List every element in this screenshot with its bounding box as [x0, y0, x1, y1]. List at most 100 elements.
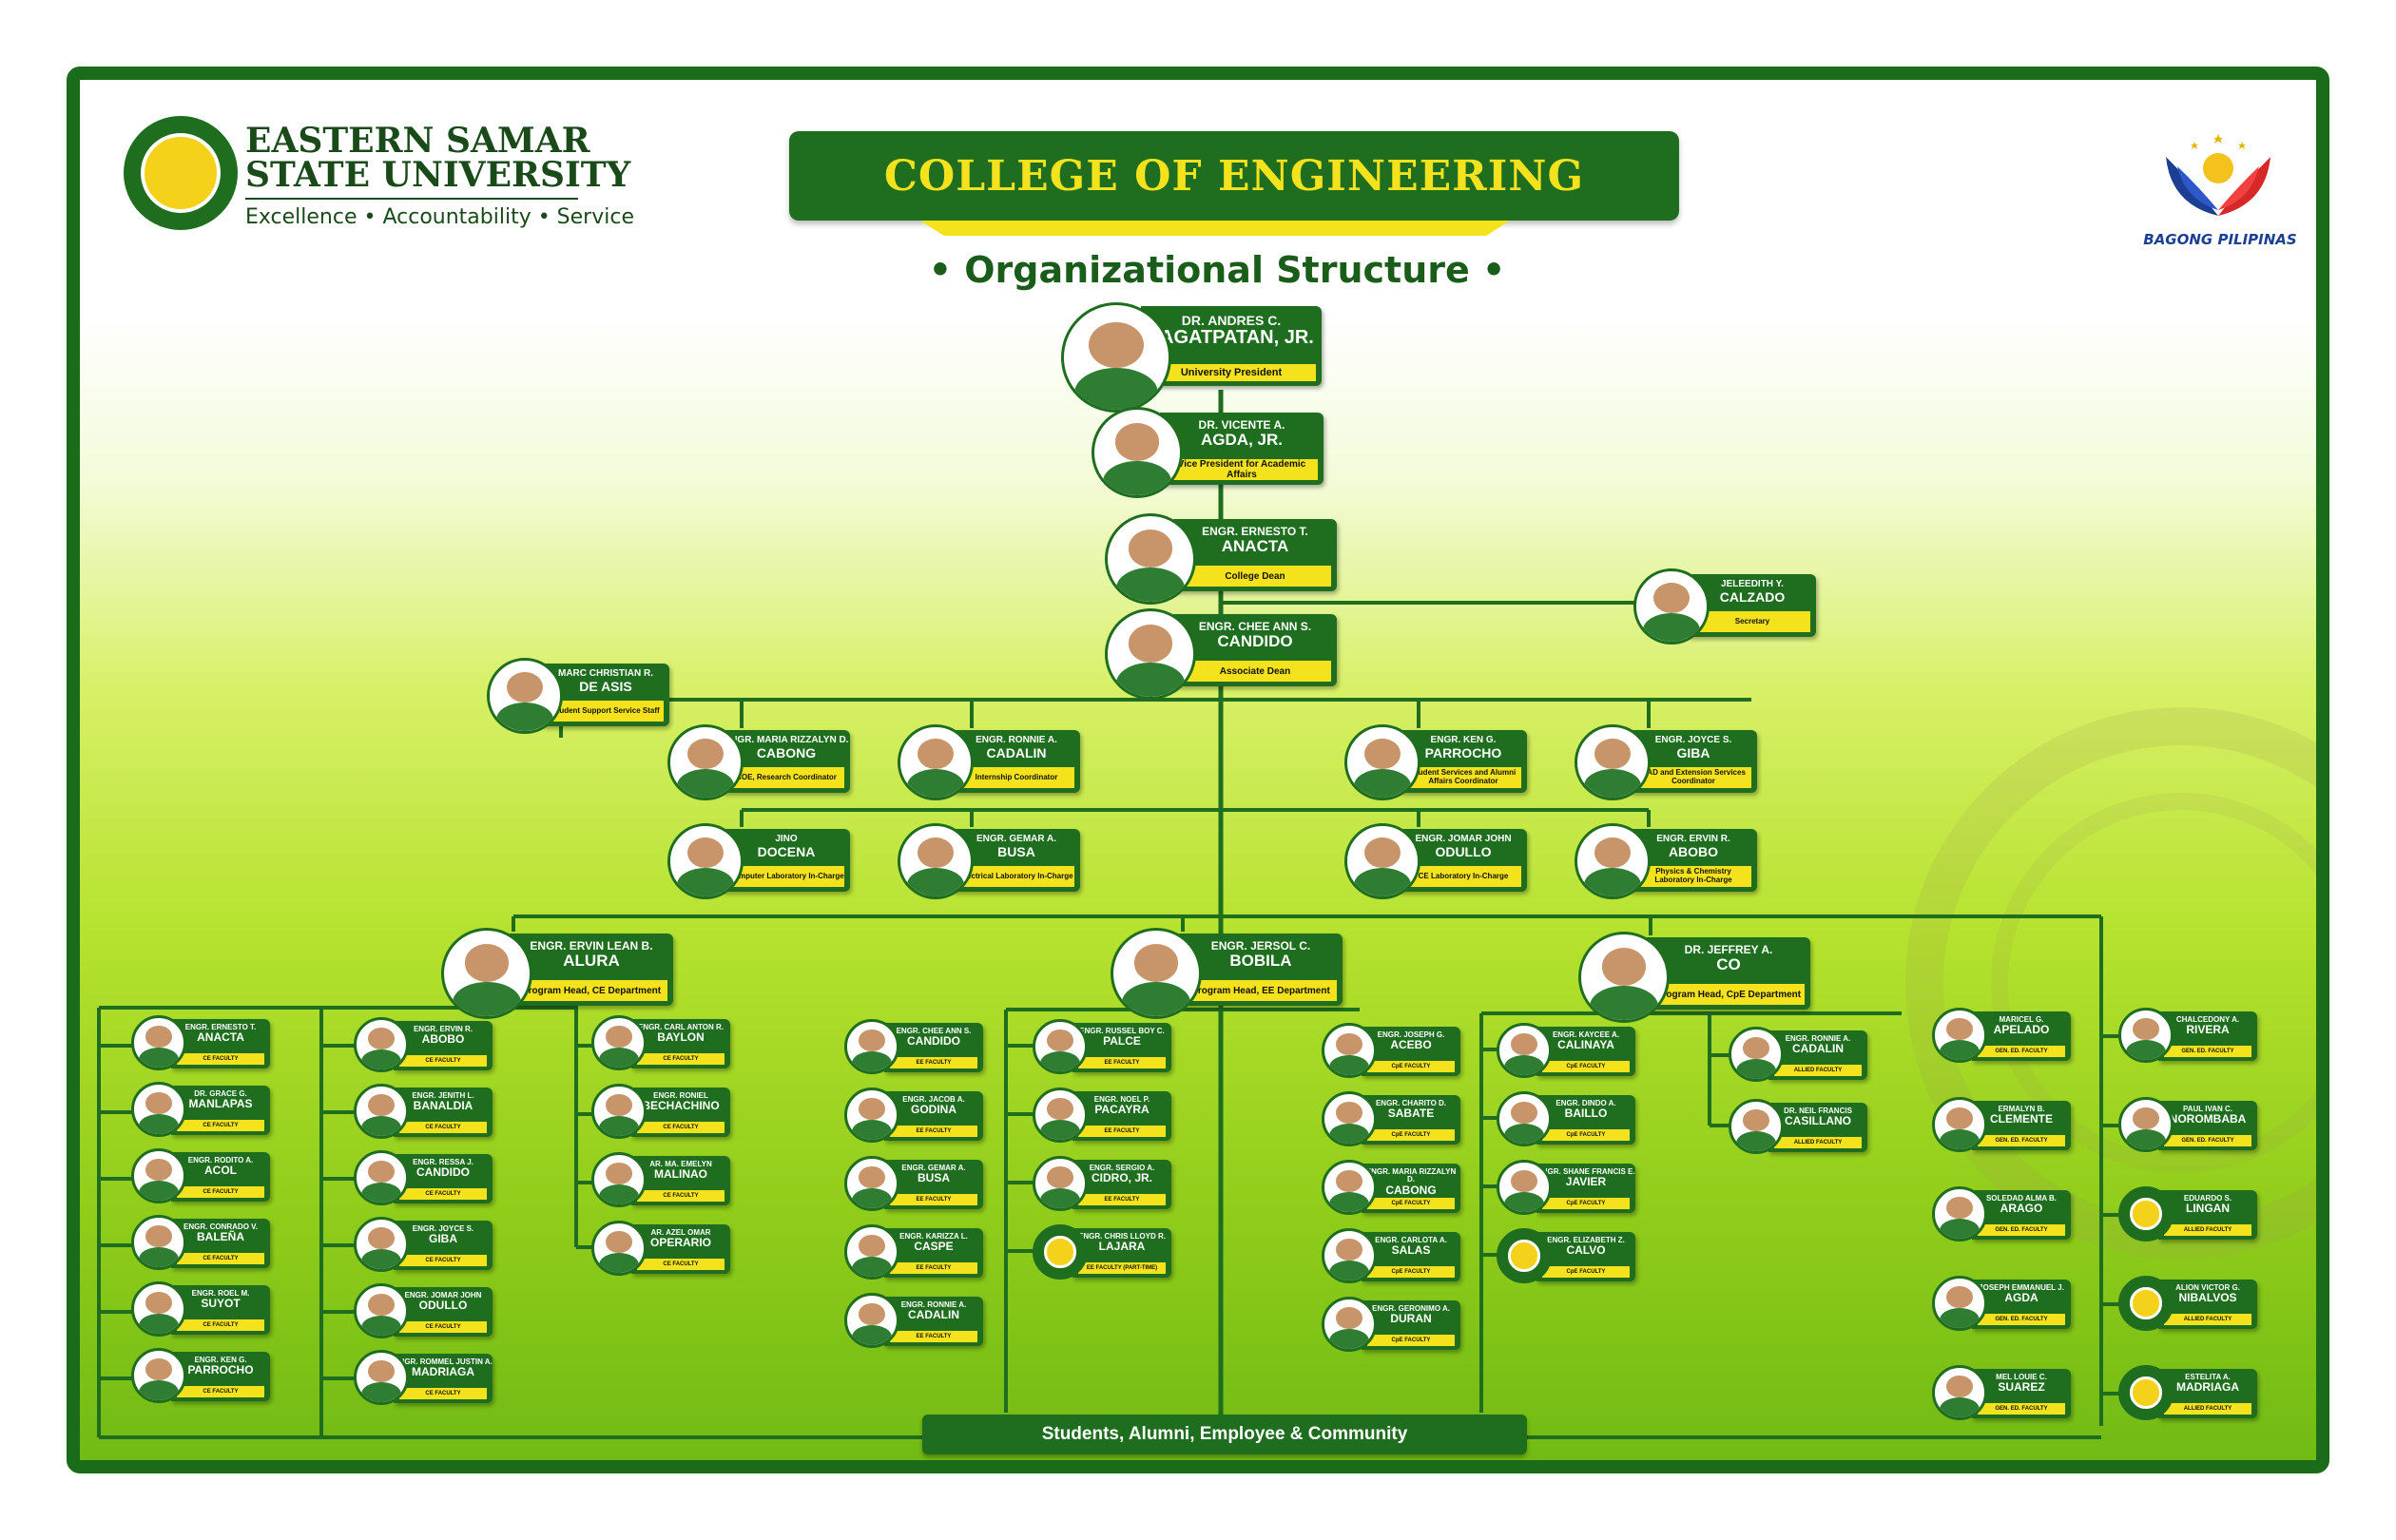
node-role: Vice President for Academic Affairs [1166, 459, 1318, 480]
node-name-first: ENGR. CHRIS LLOYD R. [1077, 1232, 1166, 1241]
node-role: ALLIED FACULTY [1774, 1137, 1862, 1148]
node-name: ENGR. SERGIO A.CIDRO, JR. [1072, 1160, 1171, 1184]
person-photo-icon [1322, 1228, 1377, 1283]
node-name-first: AR. AZEL OMAR [650, 1228, 711, 1237]
node-name: ENGR. CARL ANTON R.BAYLON [631, 1019, 730, 1044]
node-name-first: ENGR. RUSSEL BOY C. [1079, 1027, 1165, 1035]
node-name-first: MARC CHRISTIAN R. [558, 668, 653, 679]
node-name-last: BALEÑA [197, 1230, 244, 1244]
person-photo-icon [2118, 1097, 2174, 1152]
node-name: EDUARDO S.LINGAN [2158, 1190, 2257, 1215]
node-name: PAUL IVAN C.NOROMBABA [2158, 1101, 2257, 1126]
node-name-last: CALVO [1566, 1243, 1606, 1258]
node-name: ENGR. RONNIE A.CADALIN [884, 1297, 983, 1321]
node-role: CE FACULTY [177, 1319, 264, 1331]
node-name: ENGR. CHEE ANN S.CANDIDO [1173, 614, 1337, 649]
node-role: EE FACULTY [890, 1126, 977, 1137]
node-name: ENGR. ROEL M.SUYOT [171, 1285, 270, 1310]
node-name: ENGR. RONNIE A.CADALIN [953, 730, 1080, 760]
seal-placeholder-icon [1497, 1228, 1552, 1283]
node-name-last: ODULLO [418, 1299, 468, 1313]
person-photo-icon [354, 1283, 409, 1338]
node-role: CpE FACULTY [1542, 1129, 1630, 1141]
node-name-last: CASILLANO [1785, 1114, 1851, 1128]
node-name-first: JELEEDITH Y. [1721, 579, 1784, 589]
node-name: SOLEDAD ALMA B.ARAGO [1972, 1190, 2071, 1215]
node-role: Student Services and Alumni Affairs Coor… [1405, 767, 1521, 788]
node-name: ENGR. JOYCE S.GIBA [394, 1221, 493, 1245]
node-name-last: MANLAPAS [188, 1097, 253, 1111]
node-name-first: ENGR. JOYCE S. [1654, 735, 1732, 745]
person-photo-icon [591, 1152, 647, 1207]
node-name-last: LINGAN [2186, 1202, 2230, 1216]
node-role: EE FACULTY [890, 1262, 977, 1274]
person-photo-icon [1578, 932, 1670, 1023]
person-photo-icon [131, 1082, 186, 1137]
node-name-first: ENGR. ERNESTO T. [184, 1023, 257, 1031]
node-name-first: DR. GRACE G. [194, 1089, 247, 1098]
node-role: GEN. ED. FACULTY [1978, 1135, 2065, 1146]
node-name-first: ENGR. MARIA RIZZALYN D. [1365, 1167, 1457, 1184]
node-role: Computer Laboratory In-Charge [728, 866, 844, 887]
node-role: CE FACULTY [177, 1253, 264, 1264]
node-name-last: PARROCHO [187, 1363, 254, 1377]
node-name-last: CO [1716, 954, 1741, 973]
node-name: ENGR. RESSA J.CANDIDO [394, 1154, 493, 1179]
node-name-first: ENGR. GEMAR A. [901, 1164, 966, 1172]
node-name: ENGR. JENITH L.BANALDIA [394, 1088, 493, 1112]
node-role: University President [1147, 364, 1316, 381]
node-name-last: OPERARIO [649, 1236, 711, 1250]
person-photo-icon [1344, 823, 1420, 899]
node-name-first: ENGR. ERNESTO T. [1202, 525, 1308, 538]
node-name: ENGR. SHANE FRANCIS E.JAVIER [1536, 1164, 1635, 1188]
person-photo-icon [591, 1221, 647, 1276]
person-photo-icon [1033, 1019, 1088, 1074]
node-role: CE FACULTY [177, 1386, 264, 1397]
node-name: ALION VICTOR G.NIBALVOS [2158, 1280, 2257, 1304]
node-name: ERMALYN B.CLEMENTE [1972, 1101, 2071, 1126]
seal-placeholder-icon [2118, 1276, 2174, 1331]
node-role: Program Head, EE Department [1185, 980, 1337, 1001]
stakeholders-bar: Students, Alumni, Employee & Community [922, 1415, 1527, 1454]
node-name-last: GIBA [1676, 744, 1710, 760]
person-photo-icon [898, 823, 974, 899]
node-name-first: DR. VICENTE A. [1198, 418, 1285, 432]
page-subtitle: • Organizational Structure • [928, 249, 1506, 291]
node-role: Secretary [1694, 611, 1810, 632]
node-name-first: DR. ANDRES C. [1181, 313, 1282, 328]
person-photo-icon [1497, 1023, 1552, 1078]
person-photo-icon [1033, 1088, 1088, 1143]
person-photo-icon [487, 658, 563, 734]
node-name-last: ARAGO [2000, 1202, 2043, 1216]
node-role: CpE FACULTY [1367, 1129, 1455, 1141]
node-name-first: CHALCEDONY A. [2175, 1015, 2240, 1024]
university-divider [245, 198, 578, 200]
person-photo-icon [844, 1224, 899, 1280]
seal-placeholder-icon [2118, 1186, 2174, 1242]
node-name: ENGR. DINDO A.BAILLO [1536, 1095, 1635, 1120]
node-name-first: ALION VICTOR G. [2175, 1283, 2240, 1292]
node-name-last: ALURA [563, 951, 620, 970]
person-photo-icon [898, 724, 974, 800]
node-name-last: CASPE [914, 1240, 954, 1254]
person-photo-icon [131, 1281, 186, 1337]
